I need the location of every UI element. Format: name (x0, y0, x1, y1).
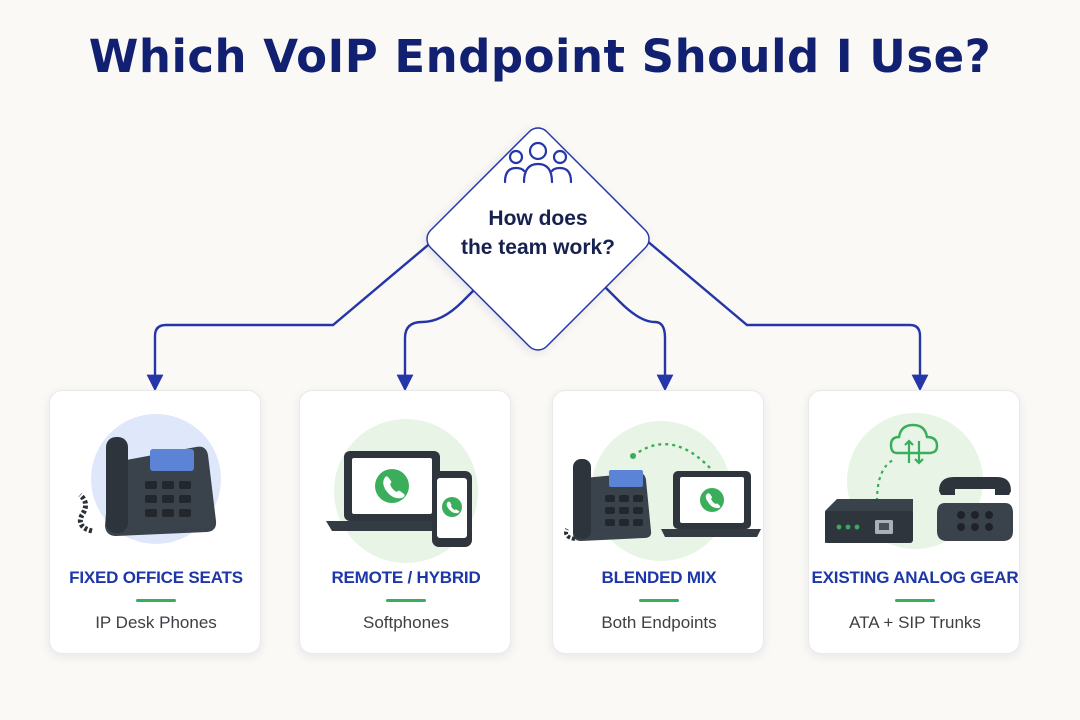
option-subtitle: Both Endpoints (601, 613, 717, 632)
option-subtitle: Softphones (362, 613, 449, 632)
option-card-remote-hybrid[interactable]: REMOTE / HYBRID Softphones (299, 390, 511, 654)
connector-remote-hybrid (396, 281, 483, 392)
connector-blended-mix (599, 281, 674, 392)
connector-fixed-office (146, 234, 441, 392)
option-title: EXISTING ANALOG GEAR (811, 568, 1019, 587)
laptop-phone-softphone-icon (326, 419, 478, 563)
option-divider (639, 599, 679, 602)
option-title: REMOTE / HYBRID (331, 568, 481, 587)
option-divider (136, 599, 176, 602)
diagram-title: Which VoIP Endpoint Should I Use? (88, 30, 992, 83)
ata-cloud-analog-phone-icon (825, 413, 1013, 549)
option-divider (386, 599, 426, 602)
option-card-existing-analog[interactable]: EXISTING ANALOG GEAR ATA + SIP Trunks (808, 390, 1020, 654)
option-card-blended-mix[interactable]: BLENDED MIX Both Endpoints (552, 390, 764, 654)
option-subtitle: IP Desk Phones (95, 613, 217, 632)
option-divider (895, 599, 935, 602)
option-title: FIXED OFFICE SEATS (69, 568, 243, 587)
option-card-fixed-office[interactable]: FIXED OFFICE SEATS IP Desk Phones (49, 390, 261, 654)
desk-phone-and-laptop-icon (564, 421, 761, 561)
option-subtitle: ATA + SIP Trunks (849, 613, 981, 632)
desk-phone-icon (77, 414, 221, 544)
people-group-icon (503, 141, 573, 184)
connector-existing-analog (639, 234, 929, 392)
option-title: BLENDED MIX (601, 568, 717, 587)
